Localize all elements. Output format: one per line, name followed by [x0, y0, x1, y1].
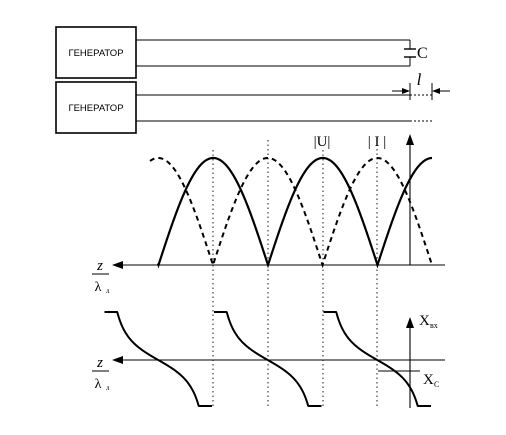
upper-plot: |U| | I | z λ л	[92, 134, 445, 295]
node-guides	[212, 140, 378, 265]
svg-text:z: z	[96, 355, 103, 371]
upper-z-arrow	[112, 261, 123, 269]
generator-block-2: ГЕНЕРАТОР	[55, 81, 137, 134]
reactance-axis-arrow	[406, 317, 414, 328]
svg-text:X: X	[419, 313, 430, 329]
lower-plot: X вх X C z λ л	[92, 265, 445, 408]
current-curve	[149, 157, 433, 269]
lower-z-label: z λ л	[92, 355, 110, 392]
x-capacitor-label: X C	[423, 372, 439, 389]
x-input-label: X вх	[419, 313, 438, 330]
voltage-curve	[156, 156, 433, 269]
voltage-curve-label: |U|	[314, 134, 331, 150]
upper-z-label: z λ л	[92, 258, 110, 295]
length-dimension	[392, 83, 450, 100]
generator-block-1: ГЕНЕРАТОР	[55, 26, 137, 79]
reactance-curve	[104, 311, 431, 407]
svg-text:λ: λ	[95, 280, 102, 295]
generator-2-label: ГЕНЕРАТОР	[68, 103, 123, 114]
svg-text:л: л	[106, 287, 110, 295]
svg-text:вх: вх	[430, 321, 438, 330]
svg-text:л: л	[106, 384, 110, 392]
current-curve-label: | I |	[368, 134, 387, 150]
transmission-line-1	[136, 39, 411, 67]
svg-text:z: z	[96, 258, 103, 274]
lower-z-arrow	[112, 356, 123, 364]
capacitor-label: C	[417, 45, 428, 62]
capacitor-symbol	[404, 48, 416, 58]
generator-1-label: ГЕНЕРАТОР	[68, 48, 123, 59]
pole-guides	[212, 265, 378, 408]
transmission-line-2	[136, 94, 432, 122]
svg-text:X: X	[423, 372, 434, 388]
svg-text:C: C	[434, 380, 439, 389]
svg-text:λ: λ	[95, 377, 102, 392]
length-label: l	[417, 70, 422, 89]
upper-amplitude-arrow	[406, 134, 414, 145]
